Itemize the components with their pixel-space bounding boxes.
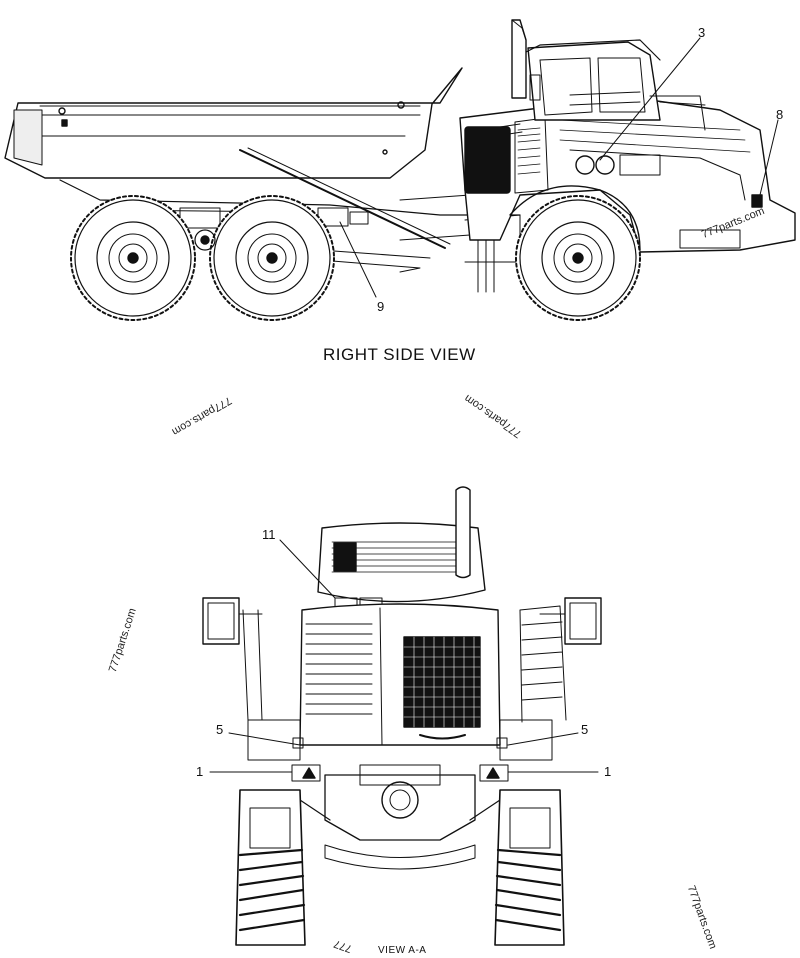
callout-11: 11 <box>262 527 276 542</box>
leader-11 <box>279 539 336 599</box>
tire-left <box>235 789 306 946</box>
callout-9: 9 <box>377 299 385 314</box>
decal-left <box>291 764 321 782</box>
exhaust-stack-front <box>455 486 471 579</box>
dump-body <box>4 67 463 179</box>
leader-5-right <box>507 732 579 746</box>
callout-5-right: 5 <box>581 722 589 737</box>
caption-right-side-view: RIGHT SIDE VIEW <box>323 345 476 364</box>
leader-5-left <box>228 732 301 746</box>
leader-3 <box>599 37 701 161</box>
rear-wheel-1 <box>70 195 196 321</box>
callout-1-left: 1 <box>196 764 204 779</box>
tire-right <box>494 789 565 946</box>
callout-1-right: 1 <box>604 764 612 779</box>
cab <box>527 41 661 121</box>
caption-view-a-a: VIEW A-A <box>378 945 427 956</box>
engine-grille <box>464 126 511 194</box>
rear-wheel-2 <box>209 195 335 321</box>
front-wheel <box>515 195 641 321</box>
radiator-grille <box>403 636 481 728</box>
front-view-truck <box>202 486 602 946</box>
decal-right <box>479 764 509 782</box>
side-view-truck <box>4 19 796 321</box>
leader-9 <box>339 221 377 298</box>
leader-8 <box>759 119 779 196</box>
mirror-right <box>564 597 602 645</box>
callout-5-left: 5 <box>216 722 224 737</box>
callout-3: 3 <box>698 25 706 40</box>
mirror-left <box>202 597 240 645</box>
callout-8: 8 <box>776 107 784 122</box>
exhaust-stack <box>511 19 527 99</box>
cab-roof <box>317 522 486 603</box>
